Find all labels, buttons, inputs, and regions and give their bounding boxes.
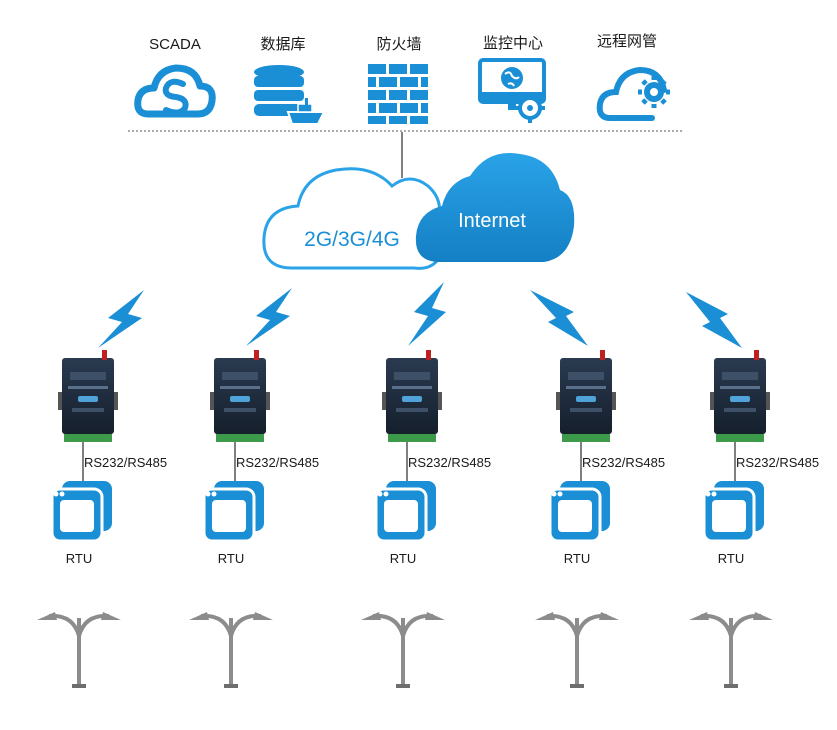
scada-label: SCADA (149, 36, 201, 53)
monitor-center-group[interactable]: 监控中心 (478, 35, 546, 123)
internet-label: Internet (458, 210, 526, 232)
cellular-cloud: 2G/3G/4G (262, 167, 446, 270)
scada-group[interactable]: SCADA (134, 36, 216, 118)
street-lamp-icon (535, 612, 619, 688)
internet-cloud: Internet (415, 152, 575, 262)
monitor-center-label: 监控中心 (483, 35, 543, 52)
cellular-label: 2G/3G/4G (304, 228, 400, 251)
street-lamp-icon (37, 612, 121, 688)
interface-label: RS232/RS485 (582, 455, 665, 470)
rtu-icon (548, 481, 610, 543)
street-lamp-icon (189, 612, 273, 688)
rtu-label: RTU (390, 551, 416, 566)
monitor-globe-icon (478, 58, 546, 123)
lightning-icon (246, 288, 292, 346)
cloud-s-icon (134, 64, 216, 118)
rtu-icon (202, 481, 264, 543)
interface-label: RS232/RS485 (736, 455, 819, 470)
rtu-icon (50, 481, 112, 543)
rtu-icon (374, 481, 436, 543)
modem-device-icon (210, 350, 270, 442)
remote-management-label: 远程网管 (597, 33, 657, 50)
interface-label: RS232/RS485 (84, 455, 167, 470)
rtu-label: RTU (66, 551, 92, 566)
interface-label: RS232/RS485 (236, 455, 319, 470)
rtu-icon (702, 481, 764, 543)
modem-device-icon (382, 350, 442, 442)
antenna-led (102, 350, 107, 360)
antenna-led (254, 350, 259, 360)
street-lamp-icon (361, 612, 445, 688)
nodes-layer: RS232/RS485RTURS232/RS485RTURS232/RS485R… (37, 350, 819, 688)
remote-management-group[interactable]: 远程网管 (596, 33, 670, 121)
interface-label: RS232/RS485 (408, 455, 491, 470)
rtu-label: RTU (564, 551, 590, 566)
modem-device-icon (58, 350, 118, 442)
firewall-label: 防火墙 (376, 36, 421, 53)
firewall-icon (368, 64, 428, 124)
database-icon (254, 65, 326, 125)
database-label: 数据库 (260, 36, 305, 53)
lightning-icon (530, 290, 588, 346)
lightning-icon (408, 282, 446, 346)
rtu-label: RTU (718, 551, 744, 566)
firewall-group[interactable]: 防火墙 (368, 36, 428, 124)
cloud-gear-icon (596, 66, 670, 121)
antenna-led (600, 350, 605, 360)
lightning-icon (98, 290, 144, 348)
antenna-led (426, 350, 431, 360)
database-group[interactable]: 数据库 (254, 36, 326, 125)
lightning-icon (686, 292, 742, 348)
modem-device-icon (710, 350, 770, 442)
antenna-led (754, 350, 759, 360)
modem-device-icon (556, 350, 616, 442)
rtu-label: RTU (218, 551, 244, 566)
street-lamp-icon (689, 612, 773, 688)
